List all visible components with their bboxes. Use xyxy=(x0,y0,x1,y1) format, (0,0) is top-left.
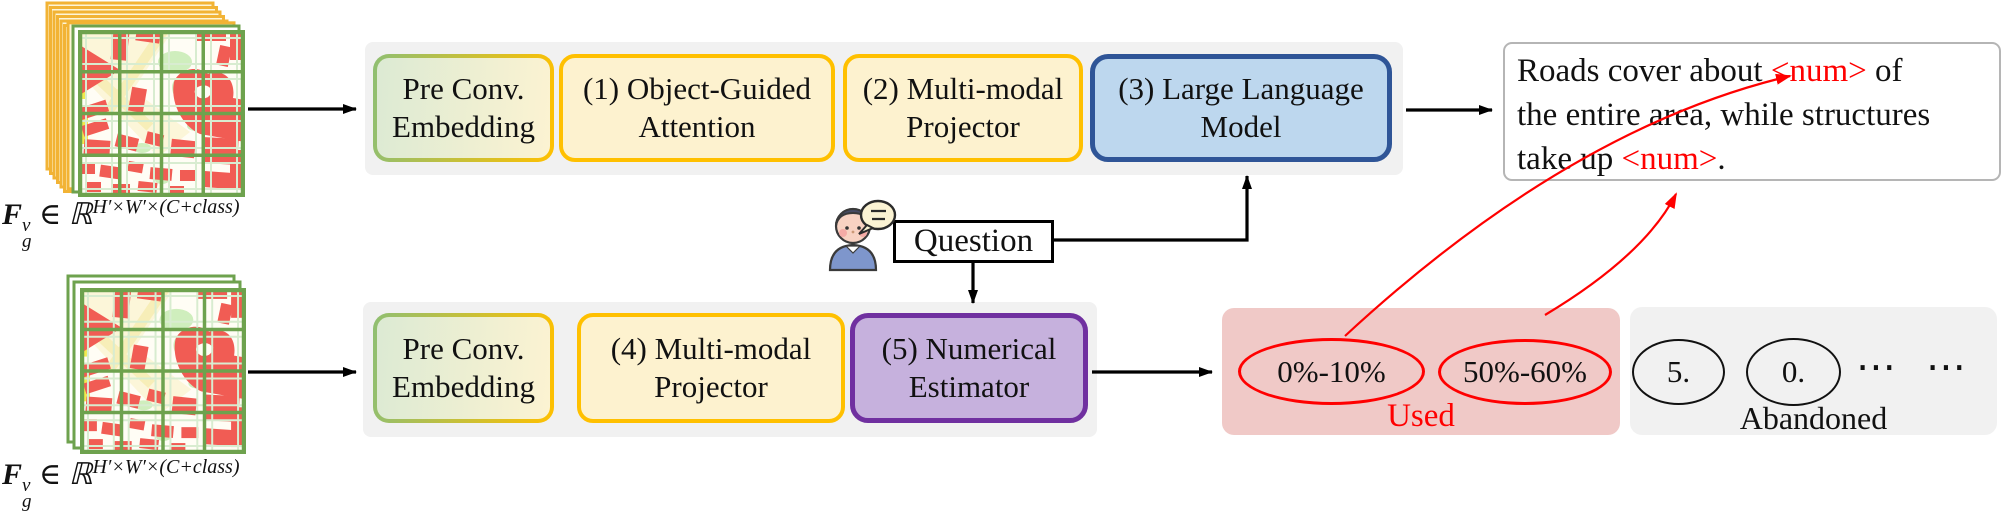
answer-line-3: take up <num>. xyxy=(1517,141,1726,177)
person-asking-icon xyxy=(828,199,897,272)
question-label: Question xyxy=(913,223,1034,259)
answer-line-2: the entire area, while structures xyxy=(1517,97,1931,133)
num-token-1: <num> xyxy=(1770,53,1867,89)
num-token-2: <num> xyxy=(1621,141,1718,177)
feature-map-stack-top-icon xyxy=(45,1,252,202)
answer-line-1: Roads cover about <num> of xyxy=(1517,53,1903,89)
speech-bubble-icon xyxy=(858,199,897,235)
tensor-symbol: F xyxy=(2,458,23,491)
abandoned-token-oval-1: 5. xyxy=(1632,339,1725,405)
ellipsis-dots-1: ⋯ xyxy=(1856,344,1896,390)
abandoned-token-oval-2: 0. xyxy=(1746,338,1841,406)
tensor-symbol: F xyxy=(2,198,23,231)
question-box: Question xyxy=(893,220,1054,263)
used-range-oval-2: 50%-60% xyxy=(1438,339,1612,405)
ellipsis-dots-2: ⋯ xyxy=(1926,344,1966,390)
abandoned-caption: Abandoned xyxy=(1739,400,1888,436)
used-range-oval-1: 0%-10% xyxy=(1238,338,1425,405)
feature-map-stack-bottom-icon xyxy=(66,274,252,460)
pipeline-box-pre-conv-embedding-top: Pre Conv.Embedding xyxy=(373,54,554,162)
used-caption: Used xyxy=(1387,398,1455,434)
llm-answer-text-box: Roads cover about <num> of the entire ar… xyxy=(1503,42,2001,181)
arrow-question-to-llm xyxy=(1054,175,1252,242)
pipeline-box-pre-conv-embedding-bottom: Pre Conv.Embedding xyxy=(373,313,554,423)
red-arrow-used2-to-num2 xyxy=(1544,192,1677,316)
